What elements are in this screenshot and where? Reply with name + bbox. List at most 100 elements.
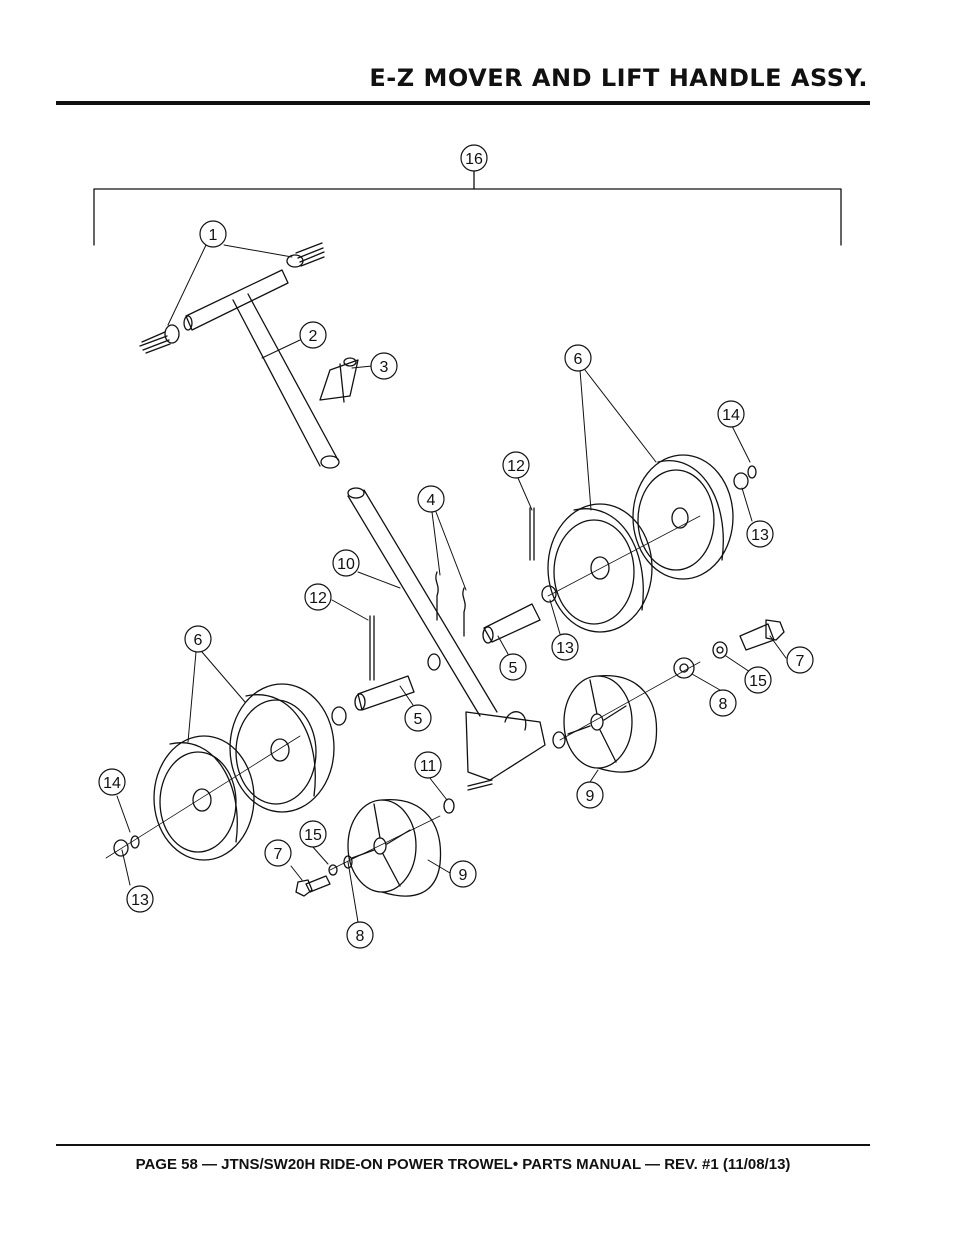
callout-circle xyxy=(709,689,737,717)
callout-label: 15 xyxy=(304,827,322,844)
callout-1: 1 xyxy=(199,220,227,248)
axle-pin-upper xyxy=(482,603,541,644)
callout-circle xyxy=(184,625,212,653)
callout-label: 3 xyxy=(380,359,389,376)
callout-circle xyxy=(417,485,445,513)
callout-label: 11 xyxy=(420,758,437,775)
callout-label: 5 xyxy=(414,711,423,728)
callout-2: 2 xyxy=(299,321,327,349)
lock-pin xyxy=(319,357,359,403)
t-handle xyxy=(183,269,340,469)
callout-label: 10 xyxy=(337,556,355,573)
callout-13: 13 xyxy=(746,520,774,548)
header-rule xyxy=(56,101,870,105)
grip-left xyxy=(139,324,180,354)
bolt-left xyxy=(295,875,331,897)
callout-16: 16 xyxy=(460,144,488,172)
callout-6: 6 xyxy=(564,344,592,372)
solid-wheel-right xyxy=(563,675,658,773)
callout-circle xyxy=(126,885,154,913)
callout-4: 4 xyxy=(417,485,445,513)
solid-wheel-left xyxy=(347,799,442,897)
callout-label: 2 xyxy=(309,328,318,345)
leader-lines xyxy=(116,244,787,923)
page-title: E-Z MOVER AND LIFT HANDLE ASSY. xyxy=(369,64,868,92)
callout-label: 13 xyxy=(751,527,769,544)
callout-5: 5 xyxy=(499,653,527,681)
callout-7: 7 xyxy=(786,646,814,674)
callout-14: 14 xyxy=(717,400,745,428)
callout-circle xyxy=(551,633,579,661)
callout-7: 7 xyxy=(264,839,292,867)
callout-circle xyxy=(502,451,530,479)
callout-label: 5 xyxy=(509,660,518,677)
callout-label: 12 xyxy=(507,458,525,475)
callout-circle xyxy=(576,781,604,809)
callout-circle xyxy=(299,321,327,349)
callout-circle xyxy=(346,921,374,949)
callout-label: 13 xyxy=(556,640,574,657)
callout-label: 9 xyxy=(586,788,595,805)
assembly-bracket xyxy=(93,169,842,246)
bolt-right xyxy=(739,619,785,651)
axle-tube xyxy=(347,487,546,791)
callout-label: 6 xyxy=(574,351,583,368)
clip-pins xyxy=(369,507,535,681)
grip-right xyxy=(286,242,325,268)
callout-label: 9 xyxy=(459,867,468,884)
callout-label: 4 xyxy=(427,492,436,509)
callout-circle xyxy=(304,583,332,611)
footer-rule xyxy=(56,1144,870,1146)
callout-circle xyxy=(264,839,292,867)
callout-circle xyxy=(199,220,227,248)
washers xyxy=(113,465,757,876)
callout-14: 14 xyxy=(98,768,126,796)
callout-label: 6 xyxy=(194,632,203,649)
callout-label: 14 xyxy=(722,407,740,424)
wheel-lower-right xyxy=(229,683,335,813)
callout-circle xyxy=(404,704,432,732)
callout-circle xyxy=(332,549,360,577)
callout-circle xyxy=(564,344,592,372)
callout-label: 7 xyxy=(274,846,283,863)
callout-circle xyxy=(98,768,126,796)
callout-label: 7 xyxy=(796,653,805,670)
callout-11: 11 xyxy=(414,751,442,779)
callout-circle xyxy=(460,144,488,172)
callout-label: 15 xyxy=(749,673,767,690)
wheel-upper-left xyxy=(547,503,653,633)
callout-12: 12 xyxy=(502,451,530,479)
callout-circle xyxy=(717,400,745,428)
callout-15: 15 xyxy=(744,666,772,694)
callout-label: 8 xyxy=(356,928,365,945)
callout-circle xyxy=(746,520,774,548)
callout-12: 12 xyxy=(304,583,332,611)
wheel-upper-right xyxy=(632,454,734,580)
callout-label: 1 xyxy=(209,227,218,244)
callout-label: 14 xyxy=(103,775,121,792)
callout-circle xyxy=(299,820,327,848)
callout-13: 13 xyxy=(551,633,579,661)
callout-5: 5 xyxy=(404,704,432,732)
callout-13: 13 xyxy=(126,885,154,913)
callout-10: 10 xyxy=(332,549,360,577)
wheel-lower-left xyxy=(153,735,255,861)
callout-label: 8 xyxy=(719,696,728,713)
callout-label: 13 xyxy=(131,892,149,909)
page-footer: PAGE 58 — JTNS/SW20H RIDE-ON POWER TROWE… xyxy=(135,1156,791,1173)
callout-circle xyxy=(449,860,477,888)
callout-circle xyxy=(499,653,527,681)
callout-circle xyxy=(370,352,398,380)
callout-circle xyxy=(414,751,442,779)
axis-lines xyxy=(105,515,701,871)
callout-circle xyxy=(786,646,814,674)
callout-8: 8 xyxy=(709,689,737,717)
callout-circle xyxy=(744,666,772,694)
callout-9: 9 xyxy=(449,860,477,888)
axle-pin-lower xyxy=(354,653,441,711)
callout-label: 12 xyxy=(309,590,327,607)
callout-15: 15 xyxy=(299,820,327,848)
callout-6: 6 xyxy=(184,625,212,653)
